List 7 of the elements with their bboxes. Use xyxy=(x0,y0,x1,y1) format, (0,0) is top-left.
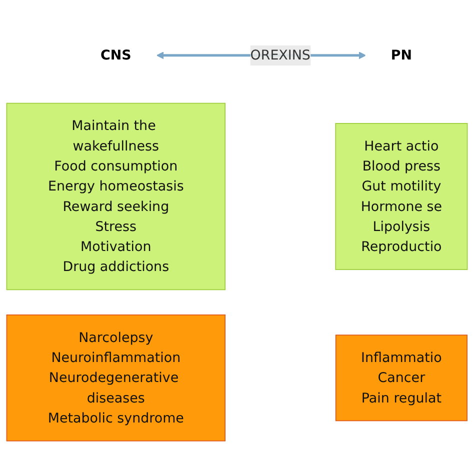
node-box: Inflammatio Cancer Pain regulat xyxy=(335,334,468,422)
node-box: Heart actio Blood press Gut motility Hormone se Lipolysis Reproductio xyxy=(335,123,468,270)
edge-label: OREXINS xyxy=(250,47,310,64)
node-box: Narcolepsy Neuroinflammation Neurodegenerative diseases Metabolic syndrome xyxy=(6,314,226,442)
node-text: CNS xyxy=(100,47,132,64)
node-box: Maintain the wakefullness Food consumption Energy homeostasis Reward seeking Stress Motivation Drug addictions xyxy=(6,103,226,290)
node-text: PN xyxy=(390,47,412,64)
